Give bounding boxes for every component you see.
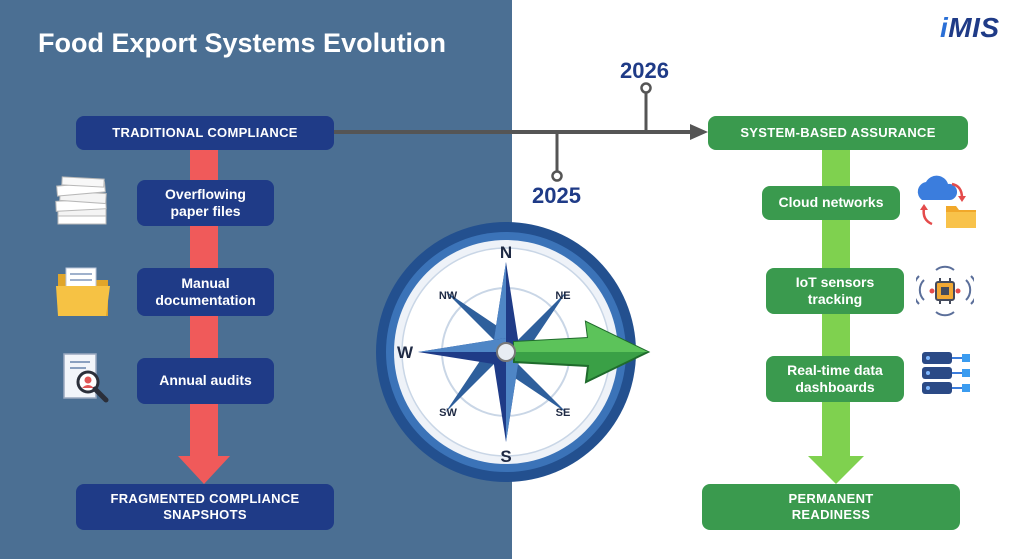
compass-s: S: [500, 447, 511, 466]
year-2025-label: 2025: [532, 183, 581, 208]
cloud-folder-icon: [917, 175, 976, 228]
system-based-assurance-header: SYSTEM-BASED ASSURANCE: [708, 116, 968, 150]
folder-icon: [56, 267, 110, 316]
compass-ne: NE: [555, 290, 570, 302]
database-icon: [922, 352, 970, 394]
compass-w: W: [397, 343, 414, 362]
compass-se: SE: [556, 407, 571, 419]
compass-nw: NW: [439, 290, 458, 302]
compass-sw: SW: [439, 407, 457, 419]
timeline-arrow: [334, 82, 708, 182]
traditional-compliance-header: TRADITIONAL COMPLIANCE: [76, 116, 334, 150]
compass: [376, 222, 651, 482]
compass-labels: N S W NW NE SW SE: [397, 243, 571, 466]
cloud-networks-box: Cloud networks: [762, 186, 900, 220]
iot-chip-icon: [916, 265, 974, 317]
paper-stack-icon: [55, 176, 107, 225]
audit-magnifier-icon: [63, 353, 109, 403]
year-2026-label: 2026: [620, 58, 669, 83]
compass-n: N: [500, 243, 512, 262]
annual-audits-box: Annual audits: [137, 358, 274, 404]
imis-logo: iMIS: [940, 12, 1000, 43]
page-title: Food Export Systems Evolution: [38, 28, 447, 58]
